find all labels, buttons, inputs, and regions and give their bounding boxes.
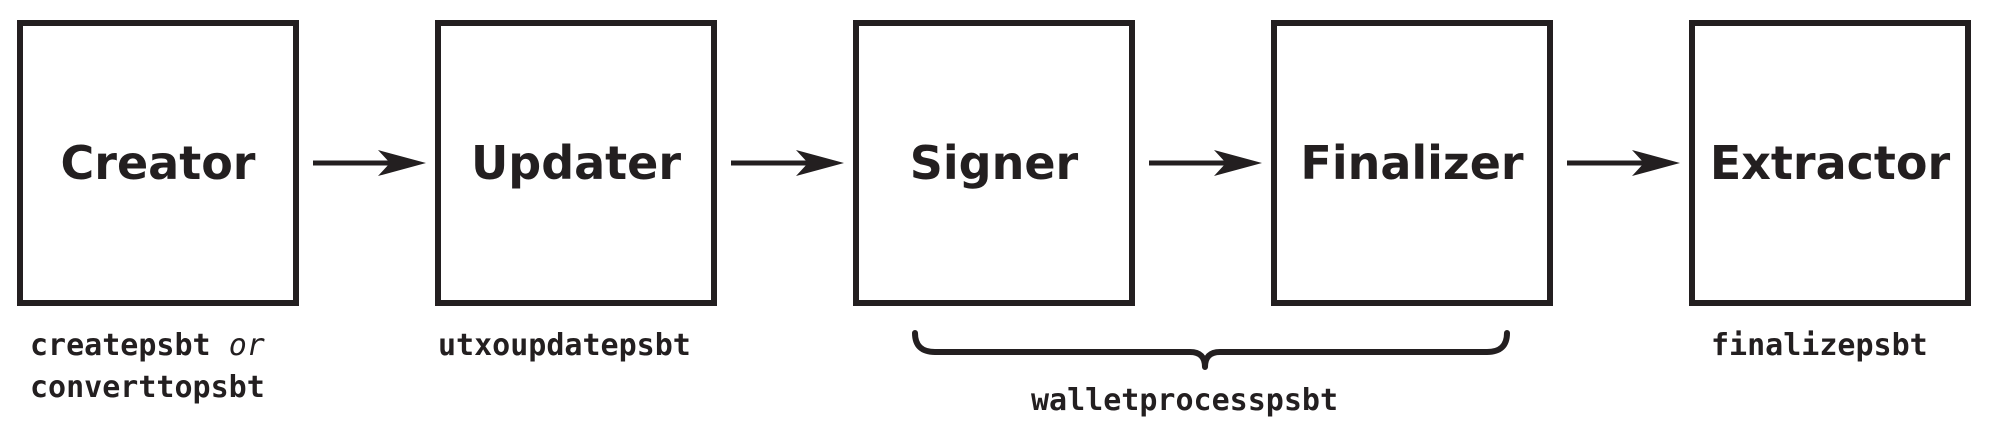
converttopsbt-command: converttopsbt [30,370,265,405]
signer-finalizer-brace [912,330,1510,370]
arrow-updater-to-signer [731,150,844,176]
extractor-label: Extractor [1709,136,1951,190]
arrow-creator-to-updater [313,150,426,176]
walletprocesspsbt-command: walletprocesspsbt [1031,383,1339,418]
signer-box: Signer [853,20,1135,306]
or-conjunction: or [228,328,265,363]
utxoupdatepsbt-command: utxoupdatepsbt [438,328,691,363]
finalizepsbt-command: finalizepsbt [1711,328,1928,363]
creator-label: Creator [60,136,256,190]
finalizer-box: Finalizer [1271,20,1553,306]
arrow-signer-to-finalizer [1149,150,1262,176]
createpsbt-command: createpsbt [30,328,211,363]
creator-command-line1: createpsbt or [30,326,265,366]
updater-box: Updater [435,20,717,306]
updater-label: Updater [470,136,682,190]
extractor-box: Extractor [1689,20,1971,306]
arrow-finalizer-to-extractor [1567,150,1680,176]
creator-box: Creator [17,20,299,306]
finalizer-label: Finalizer [1300,136,1524,190]
signer-label: Signer [909,136,1079,190]
